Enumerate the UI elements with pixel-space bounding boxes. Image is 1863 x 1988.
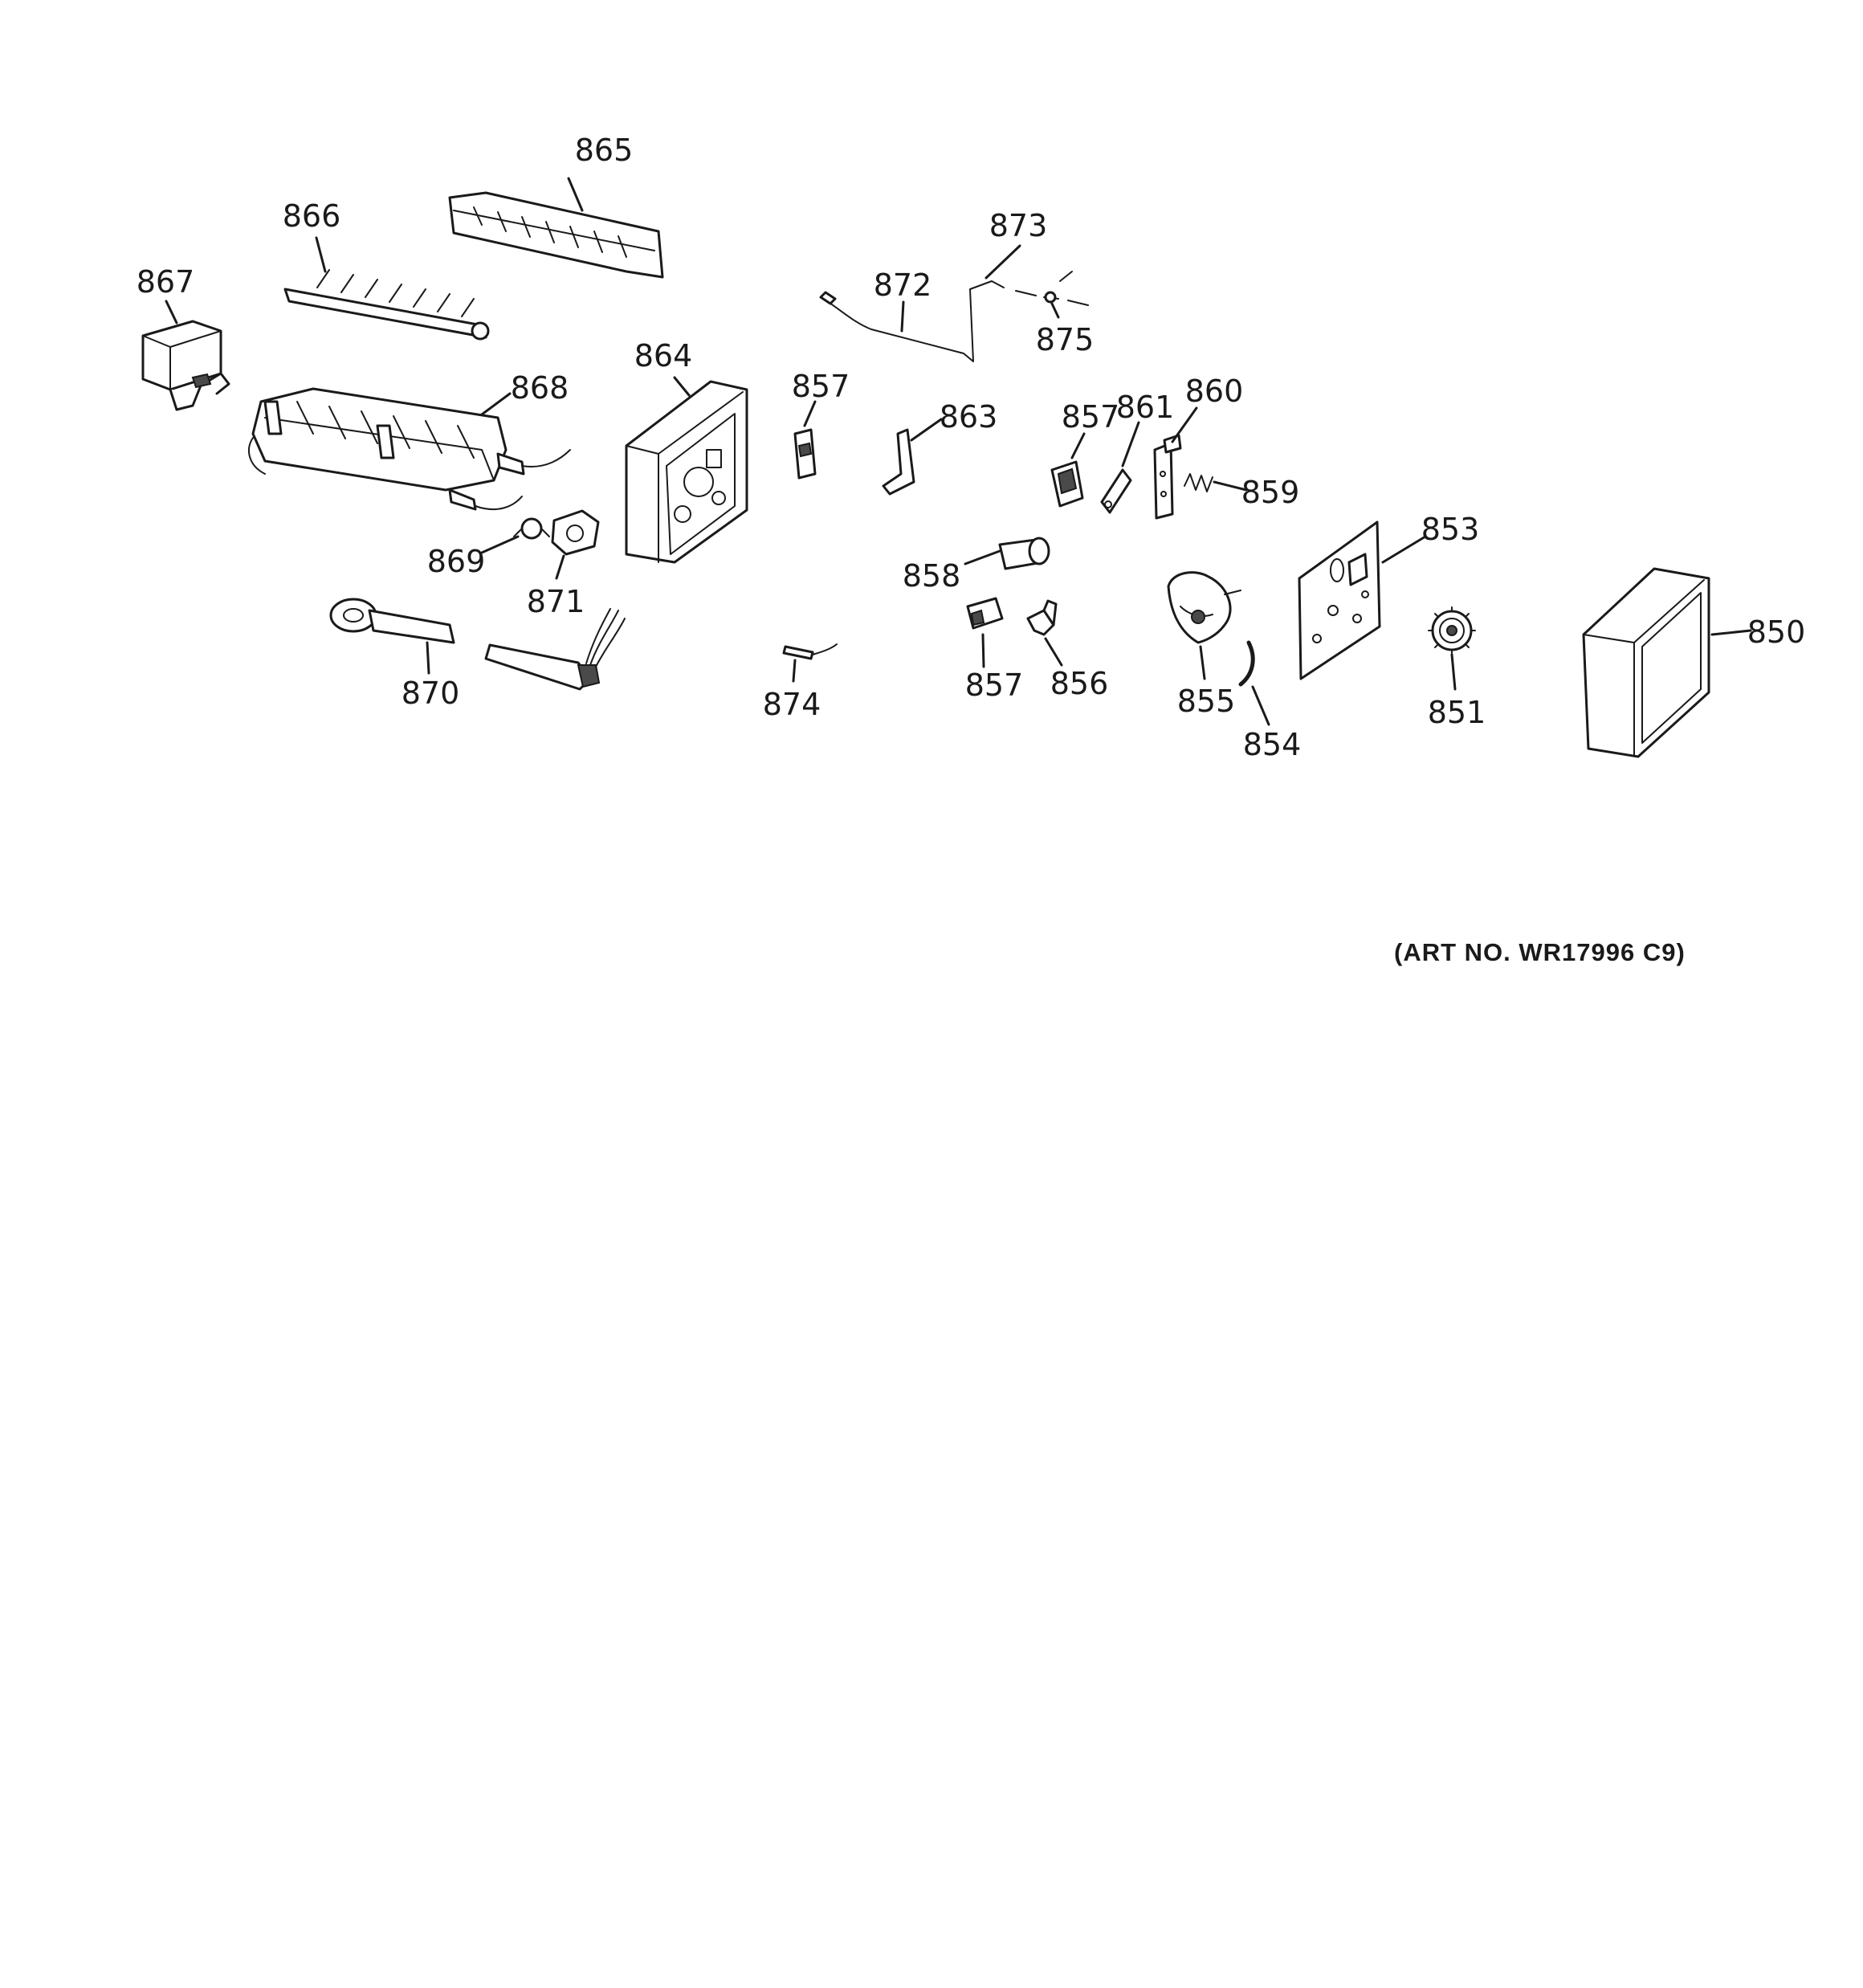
part-857-switch-b	[1050, 432, 1086, 508]
label-868: 868	[511, 370, 569, 406]
label-861: 861	[1116, 390, 1175, 425]
part-872-873-shutoff-arm	[819, 244, 1021, 362]
wire-harness	[484, 608, 626, 691]
art-number-caption: (ART NO. WR17996 C9)	[1394, 938, 1686, 966]
label-858: 858	[903, 558, 961, 594]
label-857-lower: 857	[965, 667, 1024, 703]
part-851-gear	[1428, 606, 1476, 691]
part-861-link	[1100, 421, 1140, 514]
label-863: 863	[940, 399, 998, 435]
part-850-cover	[1582, 567, 1752, 758]
part-857-switch-a	[793, 400, 817, 480]
label-850: 850	[1747, 614, 1806, 650]
part-860-bracket	[1153, 406, 1198, 520]
part-857-switch-c	[966, 597, 1004, 668]
label-873: 873	[989, 208, 1048, 243]
part-855-motor	[1167, 571, 1241, 680]
part-854-clip	[1238, 640, 1270, 726]
part-871-cam	[551, 509, 600, 580]
part-859-spring	[1184, 473, 1248, 492]
part-858-thermostat	[964, 537, 1050, 570]
label-857-upper-right: 857	[1062, 399, 1120, 435]
label-856: 856	[1050, 666, 1109, 701]
label-874: 874	[763, 687, 821, 722]
part-870-fill-tube	[329, 598, 455, 675]
label-871: 871	[527, 584, 585, 619]
label-860: 860	[1185, 374, 1244, 409]
label-875: 875	[1036, 322, 1095, 357]
part-865-cover	[448, 177, 664, 279]
label-870: 870	[402, 676, 460, 711]
label-867: 867	[137, 264, 195, 300]
label-866: 866	[283, 198, 341, 234]
part-867-bracket	[141, 300, 230, 411]
label-855: 855	[1177, 684, 1236, 719]
part-875-screw	[1015, 271, 1089, 319]
label-869: 869	[427, 544, 486, 579]
label-851: 851	[1428, 695, 1486, 730]
label-854: 854	[1243, 727, 1302, 762]
part-869-bearing	[480, 517, 550, 554]
part-856-actuator	[1026, 599, 1063, 667]
label-865: 865	[575, 133, 634, 168]
label-853: 853	[1421, 512, 1480, 547]
part-874-screw	[782, 643, 838, 683]
callout-labels: 865 866 867 868 864 869 871 870 873 872 …	[137, 133, 1806, 762]
part-864-housing	[625, 376, 748, 564]
part-866-ejector	[283, 236, 490, 341]
part-863-lever	[882, 418, 943, 496]
label-872: 872	[874, 267, 932, 303]
part-853-plate	[1298, 520, 1427, 680]
label-859: 859	[1241, 475, 1300, 510]
label-864: 864	[634, 338, 693, 374]
part-868-ice-mold	[248, 387, 571, 511]
label-857-upper-left: 857	[792, 369, 850, 404]
